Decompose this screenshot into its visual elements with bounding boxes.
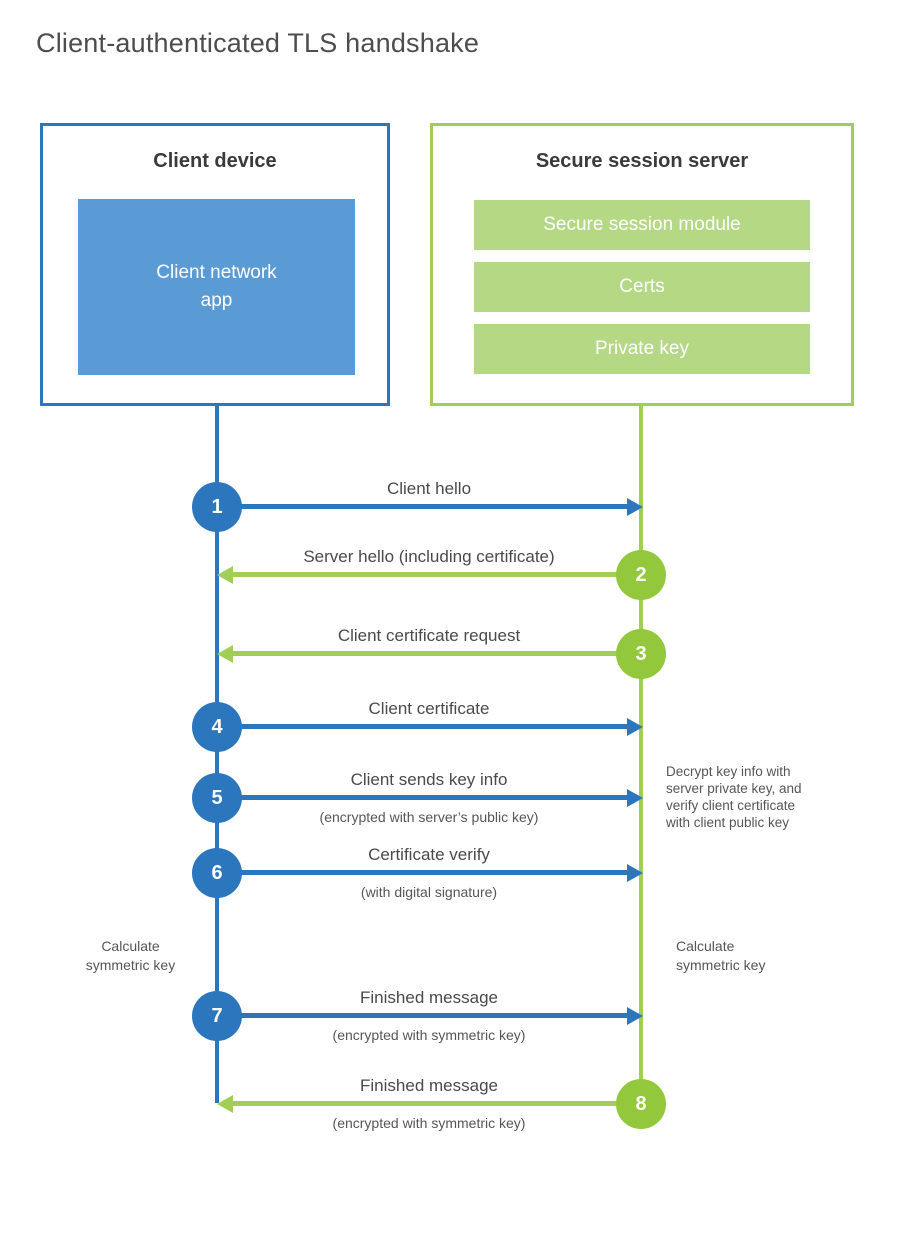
- server-lifeline: [639, 406, 643, 1104]
- message-label: Finished message: [360, 988, 498, 1007]
- step-circle-5: 5: [192, 773, 242, 823]
- server-module-secure-session: Secure session module: [474, 200, 810, 250]
- arrow-line: [233, 572, 639, 577]
- server-box: Secure session server Secure session mod…: [430, 123, 854, 406]
- arrow-head-right-icon: [627, 864, 643, 882]
- message-label: Client certificate: [368, 699, 490, 718]
- message-label: Certificate verify: [368, 845, 490, 864]
- message-label: Finished message: [360, 1076, 498, 1095]
- message-sublabel: (encrypted with symmetric key): [332, 1115, 526, 1131]
- message-sublabel: (encrypted with symmetric key): [332, 1027, 526, 1043]
- arrow-line: [219, 795, 629, 800]
- message-label: Client sends key info: [350, 770, 508, 789]
- step-circle-6: 6: [192, 848, 242, 898]
- step-circle-1: 1: [192, 482, 242, 532]
- step-circle-7: 7: [192, 991, 242, 1041]
- server-title: Secure session server: [535, 150, 749, 172]
- arrow-head-left-icon: [217, 645, 233, 663]
- note-calculate-symmetric-key-right: Calculate symmetric key: [676, 938, 766, 973]
- arrow-head-left-icon: [217, 566, 233, 584]
- client-device-title: Client device: [153, 150, 277, 172]
- client-network-app-box: Client network app: [78, 199, 355, 375]
- arrow-line: [219, 504, 629, 509]
- arrow-line: [219, 870, 629, 875]
- arrow-line: [233, 651, 639, 656]
- message-label: Server hello (including certificate): [303, 547, 555, 566]
- arrow-line: [219, 1013, 629, 1018]
- message-sublabel: (encrypted with server’s public key): [319, 809, 539, 825]
- arrow-head-right-icon: [627, 498, 643, 516]
- server-module-private-key: Private key: [474, 324, 810, 374]
- arrow-head-right-icon: [627, 718, 643, 736]
- message-label: Client certificate request: [337, 626, 521, 645]
- step-circle-2: 2: [616, 550, 666, 600]
- note-decrypt-key-info: Decrypt key info with server private key…: [666, 764, 802, 830]
- client-device-box: Client device Client network app: [40, 123, 390, 406]
- step-circle-3: 3: [616, 629, 666, 679]
- note-calculate-symmetric-key-left: Calculate symmetric key: [85, 938, 176, 973]
- client-lifeline: [215, 406, 219, 1103]
- page-title: Client-authenticated TLS handshake: [36, 28, 480, 58]
- server-module-certs: Certs: [474, 262, 810, 312]
- message-sublabel: (with digital signature): [360, 884, 498, 900]
- arrow-head-right-icon: [627, 789, 643, 807]
- arrow-head-right-icon: [627, 1007, 643, 1025]
- arrow-line: [219, 724, 629, 729]
- message-label: Client hello: [386, 479, 472, 498]
- arrow-line: [233, 1101, 639, 1106]
- step-circle-8: 8: [616, 1079, 666, 1129]
- step-circle-4: 4: [192, 702, 242, 752]
- arrow-head-left-icon: [217, 1095, 233, 1113]
